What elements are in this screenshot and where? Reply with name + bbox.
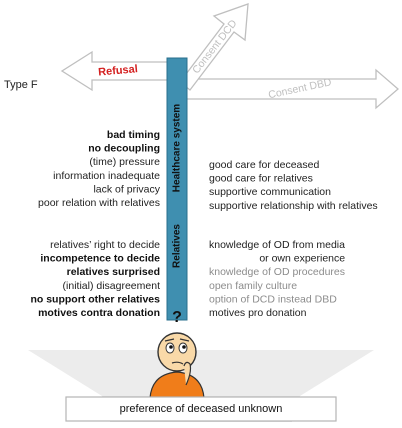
relatives-negative-factor: relatives’ right to decide [50, 239, 160, 251]
type-label: Type F [4, 79, 38, 91]
thinking-person-icon [149, 332, 205, 399]
healthcare-positive-list: good care for deceased good care for rela… [209, 159, 378, 212]
healthcare-negative-list: bad timing no decoupling(time) pressure in… [38, 129, 161, 209]
healthcare-negative-factor: (time) pressure [89, 156, 160, 168]
relatives-positive-factor: open family culture [209, 280, 297, 292]
pole-label-healthcare: Healthcare system [172, 104, 183, 192]
relatives-positive-factor: knowledge of OD procedures [209, 266, 345, 278]
relatives-positive-factor: or own experience [259, 253, 345, 265]
relatives-negative-factor: no support other relatives [30, 293, 160, 305]
banner-text: preference of deceased unknown [120, 403, 283, 415]
relatives-positive-list: knowledge of OD from media or own experie… [209, 239, 345, 319]
relatives-negative-factor: (initial) disagreement [63, 280, 161, 292]
consent-dcd-arrow: Consent DCD [179, 3, 249, 91]
pole-label-relatives: Relatives [172, 224, 183, 268]
relatives-negative-factor: relatives surprised [67, 266, 160, 278]
healthcare-negative-factor: lack of privacy [93, 183, 160, 195]
consent-dbd-arrow: Consent DBD [185, 68, 399, 110]
healthcare-negative-factor: no decoupling [88, 143, 160, 155]
relatives-positive-factor: option of DCD instead DBD [209, 293, 337, 305]
healthcare-positive-factor: supportive relationship with relatives [209, 200, 378, 212]
banner-box [65, 396, 337, 422]
healthcare-positive-factor: supportive communication [209, 186, 331, 198]
healthcare-positive-factor: good care for deceased [209, 159, 319, 171]
relatives-negative-list: relatives’ right to decide incompetence t… [30, 239, 160, 319]
pole [166, 57, 188, 321]
relatives-negative-factor: incompetence to decide [40, 253, 160, 265]
question-mark: ? [172, 309, 182, 326]
healthcare-negative-factor: information inadequate [53, 170, 160, 182]
healthcare-positive-factor: good care for relatives [209, 173, 313, 185]
healthcare-negative-factor: bad timing [107, 129, 160, 141]
relatives-positive-factor: knowledge of OD from media [209, 239, 345, 251]
healthcare-negative-factor: poor relation with relatives [38, 197, 160, 209]
refusal-label: Refusal [98, 63, 139, 78]
refusal-arrow: Refusal [60, 50, 179, 92]
relatives-positive-factor: motives pro donation [209, 307, 307, 319]
funnel-background [28, 350, 374, 396]
consent-dcd-label: Consent DCD [190, 17, 240, 76]
relatives-negative-factor: motives contra donation [38, 307, 160, 319]
